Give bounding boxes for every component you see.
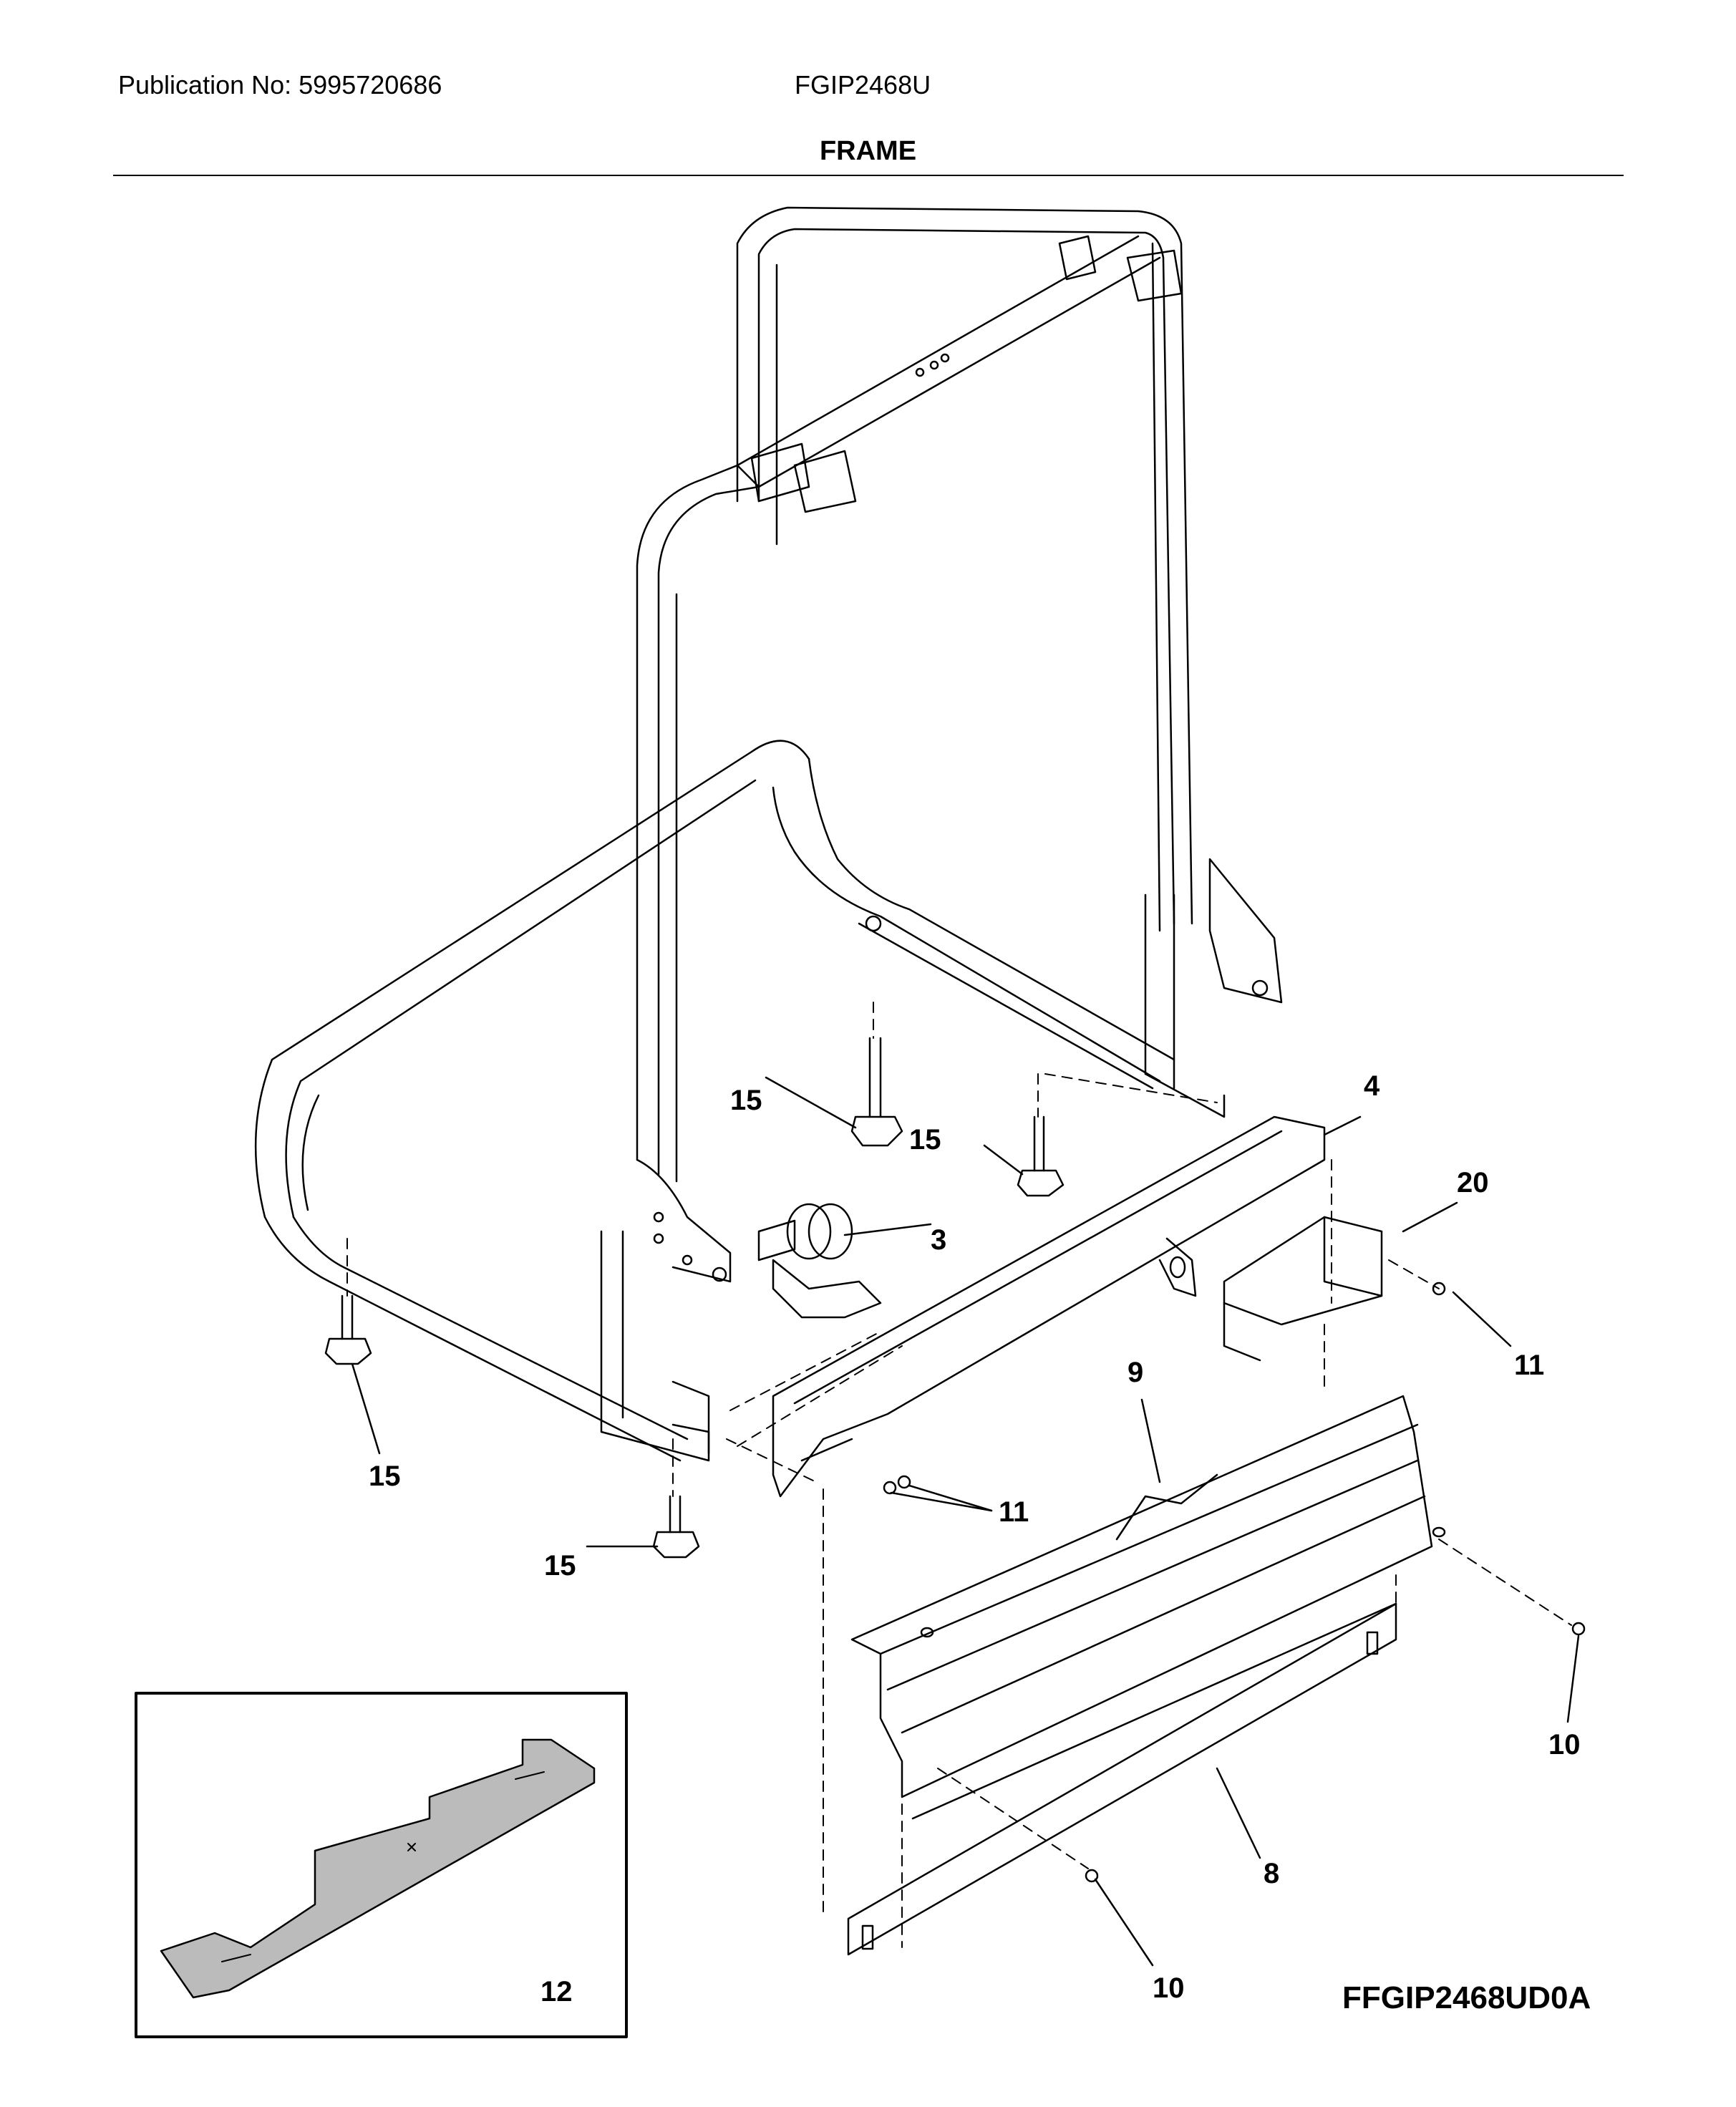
leveling-leg: [324, 1294, 372, 1365]
water-valve: [757, 1203, 882, 1319]
callout-4: 4: [1364, 1070, 1380, 1102]
callout-15b: 15: [909, 1124, 941, 1156]
diagram-code: FFGIP2468UD0A: [1342, 1980, 1591, 2015]
kick-plate: [847, 1602, 1397, 1956]
callout-10a: 10: [1548, 1729, 1581, 1760]
header-rule: [113, 175, 1624, 176]
callout-8: 8: [1264, 1858, 1279, 1889]
callout-11b: 11: [999, 1496, 1029, 1528]
upper-frame: [636, 206, 1283, 1183]
screw: [1571, 1622, 1586, 1636]
callout-9: 9: [1128, 1357, 1143, 1388]
callout-15c: 15: [369, 1461, 401, 1492]
leveling-leg: [652, 1495, 700, 1559]
section-title: FRAME: [819, 136, 917, 166]
toe-panel: [850, 1395, 1446, 1798]
screw: [883, 1481, 897, 1495]
base-frame: [254, 740, 1175, 1462]
front-rail: [772, 1115, 1326, 1498]
callout-11a: 11: [1514, 1350, 1544, 1381]
screw: [1085, 1869, 1099, 1883]
callout-3: 3: [931, 1224, 946, 1256]
assembly-lines: [346, 1002, 1572, 1948]
callout-15d: 15: [544, 1550, 576, 1582]
leveling-leg: [850, 1037, 903, 1147]
publication-number: Publication No: 5995720686: [118, 70, 442, 100]
callout-20: 20: [1457, 1167, 1489, 1198]
callout-12: 12: [540, 1976, 573, 2007]
callout-10b: 10: [1153, 1972, 1185, 2004]
cover-bracket: [1223, 1216, 1383, 1362]
leader-lines: [351, 1076, 1580, 1967]
screw: [897, 1475, 911, 1489]
insulation-pad: [160, 1738, 596, 1999]
screw: [1432, 1282, 1446, 1296]
leveling-leg: [1017, 1115, 1065, 1197]
model-number: FGIP2468U: [795, 70, 931, 100]
inset-box: [135, 1692, 628, 2038]
callout-15a: 15: [730, 1085, 762, 1116]
